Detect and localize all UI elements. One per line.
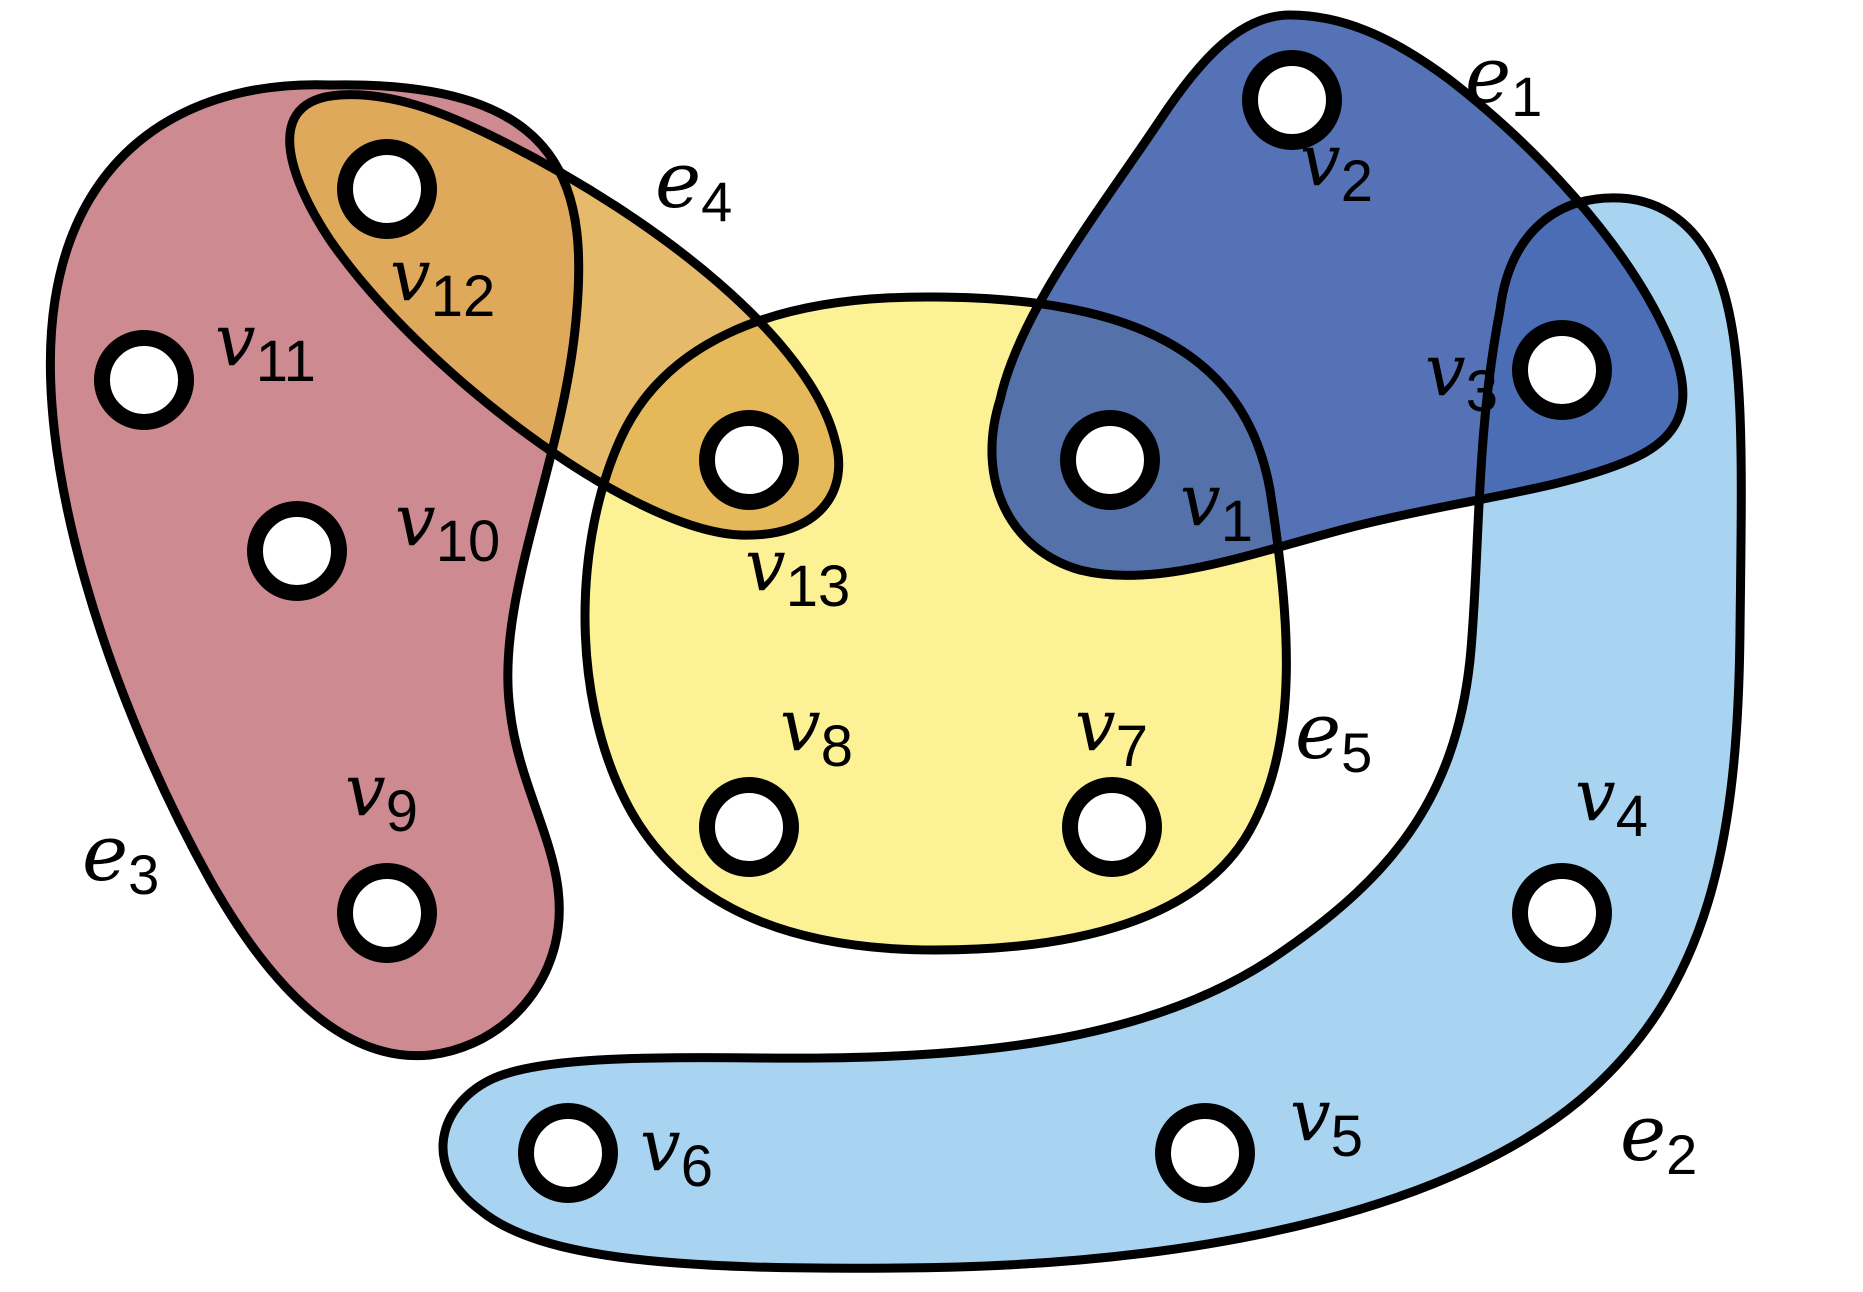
vertex-label-v12: v12 [390, 233, 495, 329]
vertex-label-v9: v9 [345, 748, 418, 844]
vertex-v2 [1242, 50, 1342, 150]
vertex-label-v10: v10 [395, 478, 500, 574]
vertex-label-v5: v5 [1290, 1073, 1363, 1169]
vertex-v7 [1062, 777, 1162, 877]
vertex-label-v13: v13 [745, 523, 850, 619]
edge-label-e4: e4 [655, 136, 732, 233]
vertex-label-v1: v1 [1180, 458, 1253, 554]
hyperedge-e3-outline [45, 80, 584, 1061]
vertex-v5 [1155, 1103, 1255, 1203]
vertex-label-v4: v4 [1575, 753, 1648, 849]
edge-label-e1: e1 [1465, 31, 1542, 128]
vertex-v12 [337, 139, 437, 239]
vertex-v13 [699, 410, 799, 510]
vertex-v4 [1512, 863, 1612, 963]
hyperedge-e4-outline [285, 90, 844, 540]
hyperedge-e5-outline [580, 292, 1291, 955]
edge-label-e5: e5 [1295, 687, 1372, 784]
hyperedge-e2-outline [438, 193, 1746, 1273]
vertex-v3 [1512, 320, 1612, 420]
vertex-v6 [518, 1103, 618, 1203]
vertex-v10 [247, 501, 347, 601]
vertex-label-v3: v3 [1425, 328, 1498, 424]
hyperedge-e2-fill [442, 197, 1742, 1269]
vertex-label-v11: v11 [215, 298, 316, 394]
edge-label-e2: e2 [1620, 1089, 1697, 1186]
vertex-label-v6: v6 [640, 1103, 713, 1199]
vertex-label-v8: v8 [780, 683, 853, 779]
hyperedge-e1-fill [991, 15, 1683, 576]
vertex-v1 [1060, 410, 1160, 510]
vertex-v8 [699, 777, 799, 877]
vertex-label-v2: v2 [1300, 118, 1373, 214]
vertex-label-v7: v7 [1075, 683, 1148, 779]
hyperedge-e1-outline [987, 10, 1688, 580]
vertex-v9 [337, 863, 437, 963]
vertex-v11 [94, 330, 194, 430]
edge-label-e3: e3 [82, 809, 159, 906]
